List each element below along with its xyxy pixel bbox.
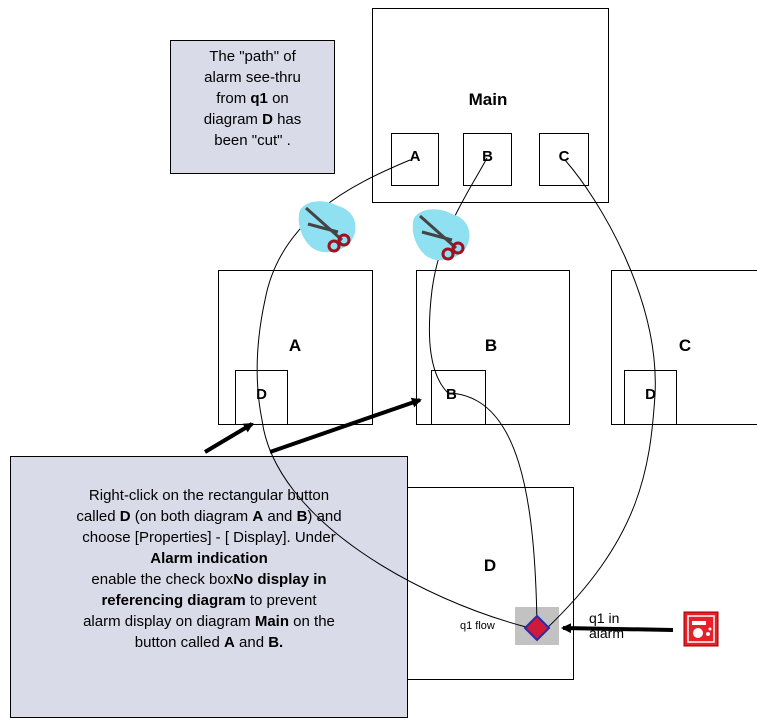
main-button-a[interactable]: A [391, 133, 439, 186]
note-line: from q1 on [216, 90, 289, 107]
note-line: alarm see-thru [204, 69, 301, 86]
diagram-d-title: D [483, 556, 497, 575]
note-line: referencing diagram to prevent [101, 592, 317, 609]
main-title: Main [468, 90, 508, 109]
alarm-label-line: q1 in [589, 610, 620, 626]
main-button-c[interactable]: C [539, 133, 589, 186]
diagram-c-button-d[interactable]: D [624, 370, 677, 425]
note-line: button called A and B. [134, 634, 284, 651]
diagram-b-button[interactable]: B [431, 370, 486, 425]
q1-object[interactable] [515, 607, 559, 645]
diagram-b-title: B [484, 336, 498, 355]
diagram-b-button-label: B [446, 386, 457, 403]
note-line: Right-click on the rectangular button [88, 487, 330, 504]
scissors-icon [298, 201, 356, 253]
diagram-a-button-d-label: D [256, 386, 267, 403]
q1-flow-label: q1 flow [460, 620, 495, 632]
arrow-to-diagram-a [203, 422, 254, 454]
diagram-a-button-d[interactable]: D [235, 370, 288, 425]
alarm-icon [683, 611, 719, 647]
diagram-c-title: C [678, 336, 692, 355]
scissors-icon [412, 209, 470, 261]
note-line: Alarm indication [150, 550, 268, 567]
main-button-c-label: C [558, 148, 570, 165]
diagram-a-title: A [288, 336, 302, 355]
main-button-b-label: B [482, 148, 493, 165]
diagram-c-button-d-label: D [645, 386, 656, 403]
alarm-label: q1 in alarm [589, 611, 624, 641]
note-line: called D (on both diagram A and B) and [76, 508, 342, 525]
main-button-a-label: A [409, 148, 421, 165]
main-button-b[interactable]: B [463, 133, 512, 186]
note-line: been "cut" . [214, 132, 291, 149]
alarm-label-line: alarm [589, 625, 625, 641]
diagram-d [402, 487, 574, 680]
cut-path-note: The "path" of alarm see-thru from q1 on … [170, 40, 335, 174]
note-line: The "path" of [209, 48, 296, 65]
note-line: alarm display on diagram Main on the [83, 613, 335, 630]
note-line: choose [Properties] - [ Display]. Under [82, 529, 336, 546]
note-line: enable the check boxNo display in [91, 571, 327, 588]
note-line: diagram D has [203, 111, 302, 128]
instructions-note: Right-click on the rectangular button ca… [10, 456, 408, 718]
